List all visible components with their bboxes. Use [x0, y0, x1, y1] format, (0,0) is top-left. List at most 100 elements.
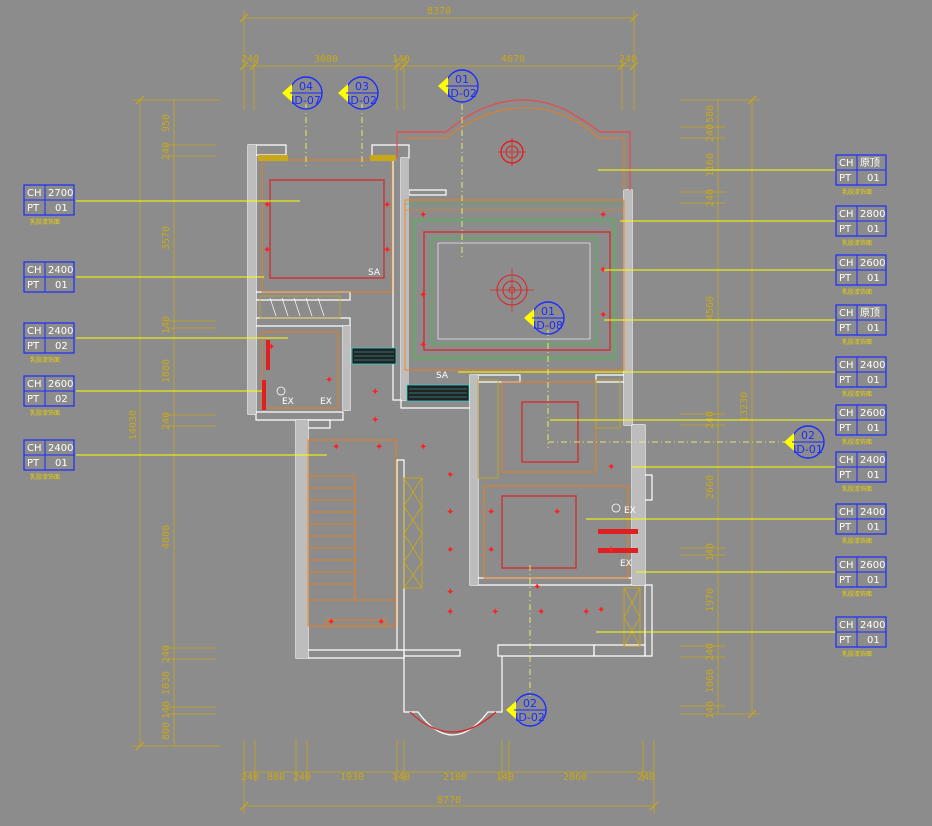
label-note: 乳胶漆饰面	[842, 537, 872, 545]
label-key-pt: PT	[839, 323, 852, 334]
dim-bottom-seg: 140	[496, 772, 514, 783]
label-note: 乳胶漆饰面	[842, 239, 872, 247]
label-key-pt: PT	[27, 341, 40, 352]
dim-left-seg: 240	[161, 645, 172, 663]
label-pt-value: 01	[867, 375, 880, 386]
dim-bottom-seg: 240	[293, 772, 311, 783]
label-key-ch: CH	[839, 560, 854, 571]
downlight-icon: ✦	[263, 245, 271, 256]
downlight-icon: ✦	[325, 375, 333, 386]
dim-bottom-seg: 240	[637, 772, 655, 783]
dim-bottom-seg: 140	[392, 772, 410, 783]
downlight-icon: ✦	[607, 462, 615, 473]
ex-mark: EX	[320, 397, 332, 407]
label-note: 乳胶漆饰面	[842, 438, 872, 446]
ex-mark: EX	[282, 397, 294, 407]
leader-lines	[76, 169, 836, 633]
label-pt-value: 01	[867, 173, 880, 184]
ex-mark: EX	[624, 506, 636, 516]
dim-left-seg: 140	[161, 701, 172, 719]
label-key-ch: CH	[27, 265, 42, 276]
label-pt-value: 01	[867, 323, 880, 334]
label-pt-value: 01	[867, 575, 880, 586]
view-tag-number: 04	[299, 80, 313, 93]
view-tag-ref: ID-01	[793, 443, 823, 456]
top-bay-arch-inner	[404, 107, 625, 190]
label-ch-value: 2800	[860, 209, 885, 220]
dim-bottom-total: 8770	[437, 795, 461, 806]
label-key-pt: PT	[839, 224, 852, 235]
right-label-column: CHPT原顶01乳胶漆饰面CHPT280001乳胶漆饰面CHPT260001乳胶…	[835, 154, 887, 658]
label-note: 乳胶漆饰面	[30, 473, 60, 481]
dim-left-seg: 1880	[161, 359, 172, 383]
dim-bottom-seg: 240	[241, 772, 259, 783]
ex-mark: EX	[620, 559, 632, 569]
view-tag-ref: ID-02	[447, 87, 477, 100]
downlight-icon: ✦	[491, 607, 499, 618]
label-key-ch: CH	[27, 379, 42, 390]
dim-left-seg: 800	[161, 722, 172, 740]
dim-right-seg: 240	[705, 124, 716, 142]
downlight-icon: ✦	[446, 470, 454, 481]
label-ch-value: 2400	[860, 620, 885, 631]
label-key-ch: CH	[839, 408, 854, 419]
label-note: 乳胶漆饰面	[30, 218, 60, 226]
label-note: 乳胶漆饰面	[30, 356, 60, 364]
view-tags: 04ID-0703ID-0201ID-0201ID-0802ID-0102ID-…	[282, 69, 825, 727]
downlight-icon: ✦	[377, 617, 385, 628]
downlight-icon: ✦	[607, 545, 615, 556]
fan-coil-units	[351, 347, 470, 402]
downlight-icon: ✦	[446, 545, 454, 556]
label-key-pt: PT	[839, 635, 852, 646]
downlight-icon: ✦	[419, 340, 427, 351]
label-ch-value: 原顶	[860, 157, 880, 169]
view-tag-ref: ID-02	[347, 94, 377, 107]
section-lines	[305, 104, 790, 696]
ceiling-bath-rooms	[261, 331, 339, 410]
label-key-ch: CH	[27, 188, 42, 199]
label-pt-value: 01	[55, 458, 68, 469]
downlight-icon: ✦	[487, 507, 495, 518]
downlight-icon: ✦	[383, 245, 391, 256]
downlight-icon: ✦	[371, 387, 379, 398]
dim-bottom-seg: 880	[267, 772, 285, 783]
downlight-icon: ✦	[419, 210, 427, 221]
label-key-ch: CH	[839, 620, 854, 631]
dim-right-seg: 580	[705, 105, 716, 123]
label-pt-value: 02	[55, 341, 68, 352]
downlight-icon: ✦	[599, 310, 607, 321]
downlight-icon: ✦	[553, 507, 561, 518]
dim-bottom-seg: 1930	[340, 772, 364, 783]
sa-mark: SA	[436, 371, 449, 381]
label-pt-value: 01	[867, 224, 880, 235]
downlights: ✦✦✦✦✦✦✦✦✦✦✦✦✦✦✦✦✦✦✦✦✦✦✦✦✦✦✦✦✦✦✦✦✦✦	[263, 200, 615, 628]
downlight-icon: ✦	[263, 200, 271, 211]
label-key-ch: CH	[839, 507, 854, 518]
bottom-bay-arch	[403, 656, 503, 736]
label-pt-value: 01	[867, 522, 880, 533]
bottom-bay-arch-red	[409, 711, 497, 733]
downlight-icon: ✦	[371, 415, 379, 426]
label-ch-value: 2400	[860, 455, 885, 466]
label-pt-value: 01	[55, 280, 68, 291]
label-ch-value: 2400	[48, 265, 73, 276]
label-key-ch: CH	[839, 360, 854, 371]
downlight-icon: ✦	[599, 210, 607, 221]
label-key-ch: CH	[27, 326, 42, 337]
label-pt-value: 01	[867, 635, 880, 646]
dim-left-seg: 240	[161, 412, 172, 430]
downlight-icon: ✦	[327, 617, 335, 628]
